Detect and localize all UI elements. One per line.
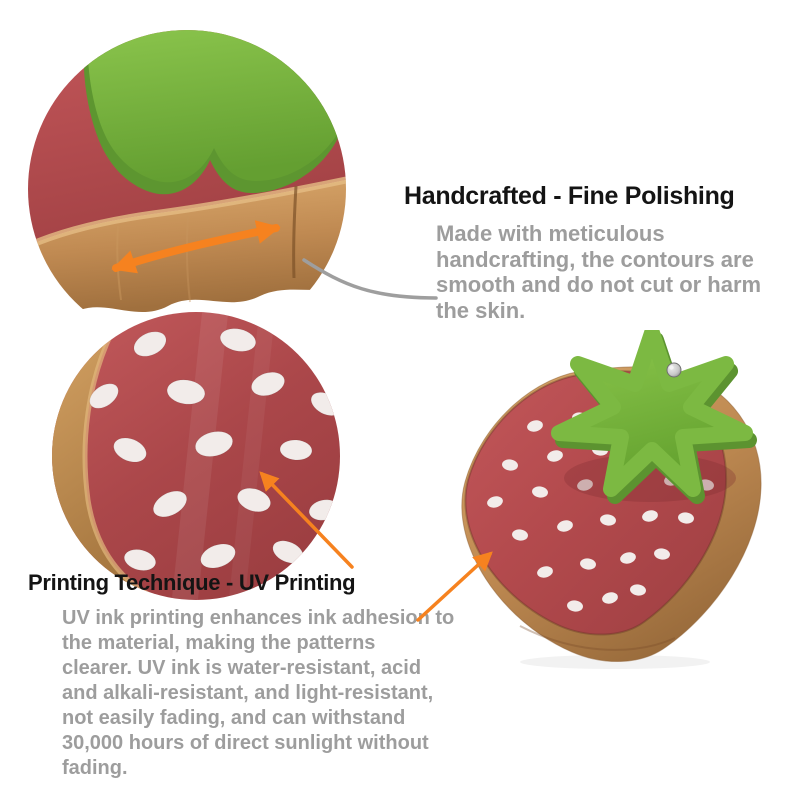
- seed-dot-pattern: [89, 328, 340, 571]
- wood-edge: [52, 332, 160, 600]
- rivet-highlight: [669, 365, 674, 370]
- polishing-heading: Handcrafted - Fine Polishing: [404, 182, 735, 210]
- product-photo: [440, 330, 770, 670]
- zoom-photo-polishing: [28, 30, 346, 348]
- zoom-photo-printing: [52, 312, 340, 600]
- wood-seam: [292, 185, 298, 279]
- printing-detail-art: [52, 312, 340, 600]
- printing-section: Printing Technique - UV Printing UV ink …: [28, 568, 454, 781]
- felt-leaf: [551, 330, 753, 497]
- printing-heading: Printing Technique - UV Printing: [28, 570, 356, 595]
- polishing-description: Made with meticulous handcrafting, the c…: [436, 221, 762, 323]
- rounded-edge-highlight: [82, 330, 161, 600]
- double-arrow-icon: [111, 220, 281, 274]
- rounded-edge-highlight: [28, 176, 346, 250]
- felt-leaf: [87, 30, 346, 183]
- sheen: [169, 312, 231, 600]
- strawberry-art: [461, 330, 762, 669]
- polishing-detail-art: [28, 30, 346, 348]
- metal-rivet: [666, 362, 682, 378]
- polishing-section: Handcrafted - Fine Polishing Made with m…: [404, 180, 761, 323]
- printing-description: UV ink printing enhances ink adhesion to…: [62, 607, 455, 779]
- wood-grain: [519, 625, 676, 651]
